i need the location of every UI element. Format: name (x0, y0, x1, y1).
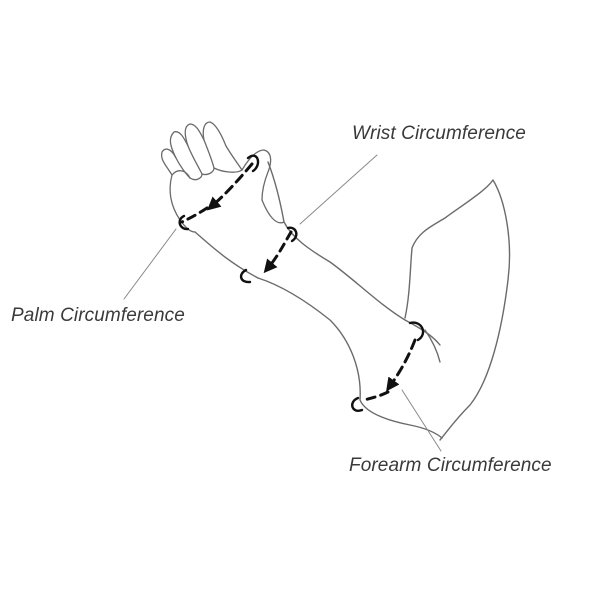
arm-outline (194, 161, 511, 441)
forearm-measure-loop-bottom (351, 396, 364, 412)
finger-middle (169, 131, 203, 175)
palm-measure-tail (180, 206, 209, 224)
wrist-measure-loop-top (286, 226, 298, 243)
forearm-leader-line (401, 389, 442, 452)
palm-measure-dashes (206, 162, 254, 211)
wrist-leader-line (299, 154, 378, 225)
forearm-measure-loop-top (408, 321, 425, 342)
forearm-measure-tail (362, 390, 390, 402)
forearm-circumference-label: Forearm Circumference (349, 455, 552, 476)
upper-arm-edge (404, 179, 511, 441)
leader-lines (123, 154, 442, 452)
finger-pinky (202, 121, 243, 171)
wrist-measure-loop-bottom (239, 268, 252, 284)
hand-outline (160, 121, 285, 233)
finger-ring (184, 123, 215, 169)
hand-back (261, 199, 285, 224)
palm-shape (169, 170, 191, 221)
forearm-measure-dashes (386, 338, 417, 392)
palm-circumference-label: Palm Circumference (11, 305, 185, 326)
arm-lower-edge (257, 277, 443, 439)
wrist-measure-dashes (263, 230, 293, 274)
arm-upper-edge (267, 161, 441, 346)
wrist-lower-edge (194, 231, 259, 279)
finger-index (160, 148, 191, 179)
elbow-fold (424, 329, 441, 363)
palm-measure-loop-top (246, 154, 260, 173)
palm-measure-loop-bottom (178, 214, 190, 231)
palm-leader-line (123, 228, 177, 300)
wrist-circumference-label: Wrist Circumference (352, 123, 526, 144)
measurement-markers (178, 154, 425, 412)
